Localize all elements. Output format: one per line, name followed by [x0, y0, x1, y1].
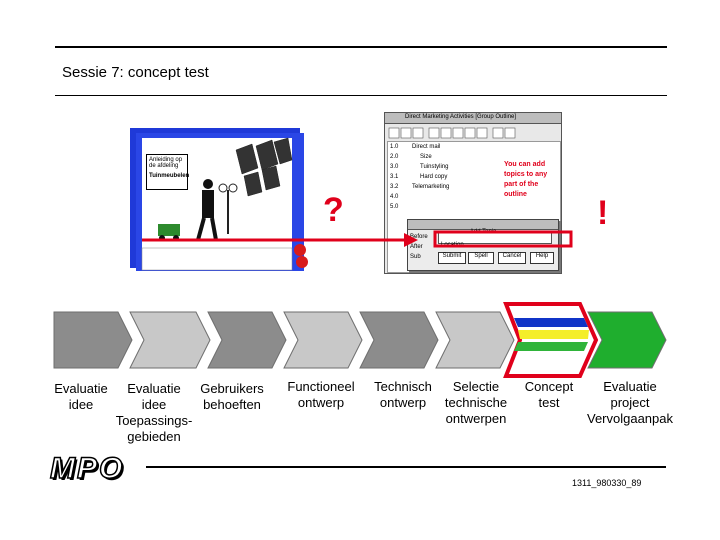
step-label-line: Evaluatie — [54, 381, 108, 396]
step-label-line: Gebruikers — [200, 381, 264, 396]
arrow-head-icon — [404, 233, 418, 247]
slide-title: Sessie 7: concept test — [62, 64, 209, 81]
stripe-yellow — [518, 330, 589, 339]
row-number: 2.0 — [390, 154, 399, 160]
row-number: 1.0 — [390, 144, 399, 150]
step-label-line: Evaluatie — [603, 379, 657, 394]
app-window-titlebar: Direct Marketing Activities [Group Outli… — [385, 113, 561, 124]
step-label-line: project — [610, 395, 650, 410]
panel-line-1: Anleiding op — [149, 157, 183, 163]
stripe-green — [514, 342, 588, 351]
step-label-line: idee — [68, 397, 94, 412]
outline-item[interactable]: Size — [420, 154, 432, 160]
row-number: 3.0 — [390, 164, 399, 170]
annotation-line: part of the — [504, 181, 539, 188]
dialog-option[interactable]: After — [410, 244, 423, 250]
row-number: 3.2 — [390, 184, 399, 190]
step-label-line: Vervolgaanpak — [586, 411, 673, 426]
mpo-logo: MPO — [49, 451, 125, 486]
dialog-buttons: Submit Spell Cancel Help — [438, 252, 556, 264]
top-rule — [55, 46, 667, 48]
outline-item[interactable]: Telemarketing — [412, 184, 450, 190]
chevron-step-7-highlight — [503, 302, 599, 378]
chevron-step-1 — [53, 311, 133, 369]
step-label-line: behoeften — [203, 397, 261, 412]
left-screen-panel: Anleiding op de afdeling Tuinmeubelen — [146, 154, 190, 190]
chevron-step-6 — [435, 311, 515, 369]
annotation-line: topics to any — [504, 171, 548, 178]
footer-code: 1311_980330_89 — [572, 478, 642, 488]
outline-items: Direct mail Size Tuinstyling Hard copy T… — [412, 144, 492, 194]
spell-button[interactable]: Spell — [468, 252, 494, 264]
row-number: 5.0 — [390, 204, 399, 210]
panel-line-2: de afdeling — [149, 163, 179, 169]
dialog-option[interactable]: Before — [410, 234, 428, 240]
annotation-line: outline — [504, 191, 527, 198]
footer-rule — [146, 466, 666, 468]
outline-row-numbers: 1.0 2.0 3.0 3.1 3.2 4.0 5.0 — [390, 144, 406, 214]
app-toolbar — [387, 126, 559, 139]
submit-button[interactable]: Submit — [438, 252, 466, 264]
dialog-option[interactable]: Sub — [410, 254, 421, 260]
step-label-line: test — [538, 395, 560, 410]
outline-item[interactable]: Tuinstyling — [420, 164, 449, 170]
highlight-box — [433, 230, 573, 248]
step-label-line: Evaluatie — [127, 381, 181, 396]
chevron-step-8 — [587, 311, 667, 369]
step-label-line: Toepassings- — [115, 413, 193, 428]
outline-annotation: You can add topics to any part of the ou… — [504, 160, 560, 200]
chevron-step-5 — [359, 311, 439, 369]
outline-item[interactable]: Hard copy — [420, 174, 448, 180]
chevron-step-2 — [129, 311, 211, 369]
app-window-title: Direct Marketing Activities [Group Outli… — [405, 114, 517, 120]
step-label-line: ontwerp — [297, 395, 345, 410]
step-label-line: gebieden — [127, 429, 181, 444]
chevron-step-4 — [283, 311, 363, 369]
step-label-line: ontwerpen — [445, 411, 507, 426]
question-mark-icon: ? — [323, 191, 344, 229]
title-rule — [55, 95, 667, 96]
row-number: 3.1 — [390, 174, 399, 180]
dialog-options: Before After Sub — [410, 234, 432, 264]
cancel-button[interactable]: Cancel — [498, 252, 526, 264]
exclamation-mark-icon: ! — [597, 194, 609, 232]
annotation-line: You can add — [504, 161, 546, 168]
step-label-line: ontwerp — [379, 395, 427, 410]
left-screenshot: Anleiding op de afdeling Tuinmeubelen — [124, 124, 314, 274]
step-label-line: Selectie — [452, 379, 500, 394]
help-button[interactable]: Help — [530, 252, 554, 264]
step-label-line: idee — [141, 397, 167, 412]
step-label-line: Concept — [524, 379, 574, 394]
chevron-step-3 — [207, 311, 287, 369]
step-label-line: technische — [444, 395, 508, 410]
panel-caption: Tuinmeubelen — [149, 173, 190, 179]
step-label-line: Technisch — [374, 379, 432, 394]
outline-item[interactable]: Direct mail — [412, 144, 441, 150]
row-number: 4.0 — [390, 194, 399, 200]
step-label-line: Functioneel — [287, 379, 355, 394]
stripe-blue — [514, 318, 588, 327]
